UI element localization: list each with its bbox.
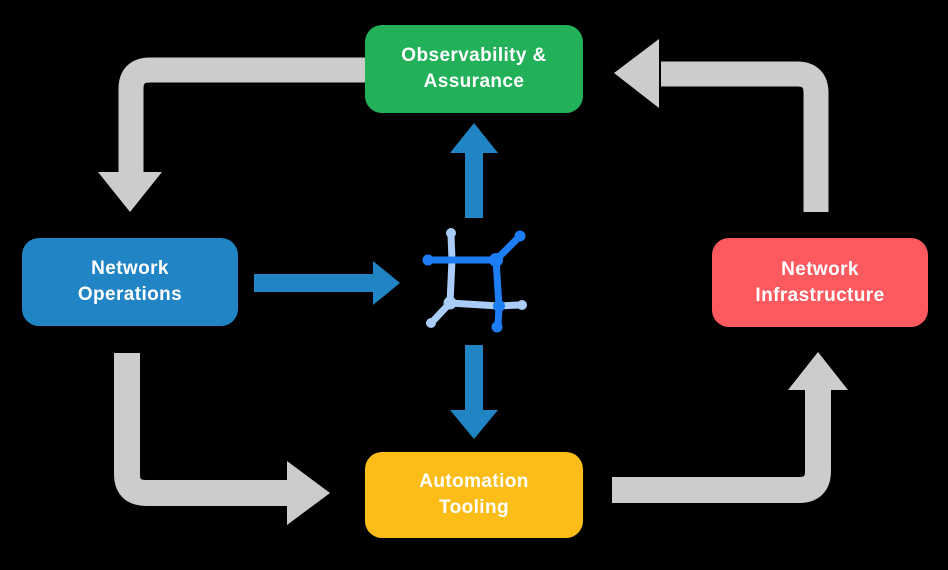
- icon-node-dot: [514, 230, 526, 242]
- node-label: Observability & Assurance: [401, 43, 546, 95]
- node-label: Automation Tooling: [419, 469, 529, 521]
- arrow-automation-to-infrastructure: [612, 352, 848, 503]
- node-network-infrastructure: Network Infrastructure: [712, 238, 928, 327]
- node-label-line: Automation: [419, 471, 529, 492]
- node-network-operations: Network Operations: [22, 238, 238, 326]
- node-observability-assurance: Observability & Assurance: [365, 25, 583, 113]
- arrow-operations-to-automation: [114, 353, 330, 525]
- icon-dark-parts: [422, 230, 526, 333]
- node-label-line: Assurance: [423, 71, 525, 92]
- arrow-center-to-observability: [450, 123, 498, 218]
- icon-node-dot: [422, 254, 434, 266]
- arrow-operations-to-center: [254, 261, 400, 305]
- arrow-observability-to-operations: [98, 57, 367, 212]
- icon-node-dot: [426, 318, 436, 328]
- node-label-line: Tooling: [439, 497, 509, 518]
- icon-node-dot: [491, 321, 503, 333]
- node-label-line: Network: [781, 258, 859, 280]
- node-label-line: Infrastructure: [755, 284, 885, 306]
- arrow-infrastructure-to-observability: [614, 39, 829, 212]
- icon-node-dot: [489, 253, 503, 267]
- icon-node-dot: [446, 228, 456, 238]
- node-label-line: Observability &: [401, 45, 547, 66]
- arrow-center-to-automation: [450, 345, 498, 439]
- node-label-line: Network: [91, 258, 169, 279]
- network-automation-icon: [422, 228, 527, 333]
- node-automation-tooling: Automation Tooling: [365, 452, 583, 538]
- node-label: Network Operations: [78, 256, 182, 308]
- icon-node-dot: [517, 300, 527, 310]
- node-label-line: Operations: [77, 284, 183, 305]
- node-label: Network Infrastructure: [755, 257, 884, 309]
